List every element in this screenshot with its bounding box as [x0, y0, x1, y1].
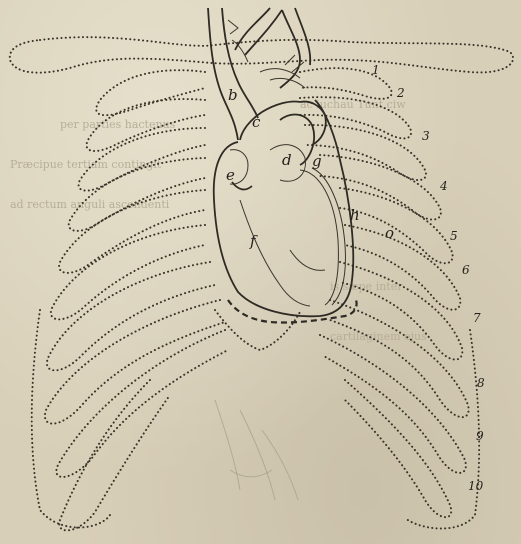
- rib-number-3: 3: [422, 129, 430, 143]
- rib-number-4: 4: [439, 179, 448, 193]
- rib-number-7: 7: [473, 311, 481, 325]
- bleed-through-text: ac iuchau Tunt ciw per parties hactenus …: [10, 98, 427, 343]
- rib-number-10: 10: [468, 479, 484, 493]
- left-ribs: [32, 70, 228, 530]
- rib-number-2: 2: [396, 86, 405, 100]
- svg-text:ad rectum anguli ascendenti: ad rectum anguli ascendenti: [10, 198, 170, 211]
- faint-sketch: [215, 400, 298, 500]
- label-e: e: [226, 166, 235, 184]
- label-f: f: [249, 232, 258, 250]
- label-h: h: [350, 206, 360, 224]
- rib-number-6: 6: [462, 263, 470, 277]
- rib-number-1: 1: [372, 63, 380, 77]
- label-g: g: [312, 152, 322, 170]
- label-d: d: [282, 151, 292, 169]
- rib-numbers: 1 2 3 4 5 6 7 8 9 10: [372, 63, 485, 493]
- clavicle: [10, 37, 513, 73]
- label-c: c: [252, 113, 261, 131]
- rib-number-8: 8: [477, 376, 485, 390]
- right-ribs: [300, 68, 479, 528]
- rib-number-9: 9: [476, 429, 484, 443]
- rib-number-5: 5: [450, 229, 458, 243]
- svg-text:per parties hactenus: per parties hactenus: [60, 118, 176, 131]
- svg-text:Præcipue tertiam contingit: Præcipue tertiam contingit: [10, 158, 162, 171]
- label-o: o: [385, 224, 394, 242]
- sternum-xiphoid: [215, 310, 300, 350]
- pericardium-dashed-line: [228, 300, 357, 323]
- label-b: b: [228, 86, 238, 104]
